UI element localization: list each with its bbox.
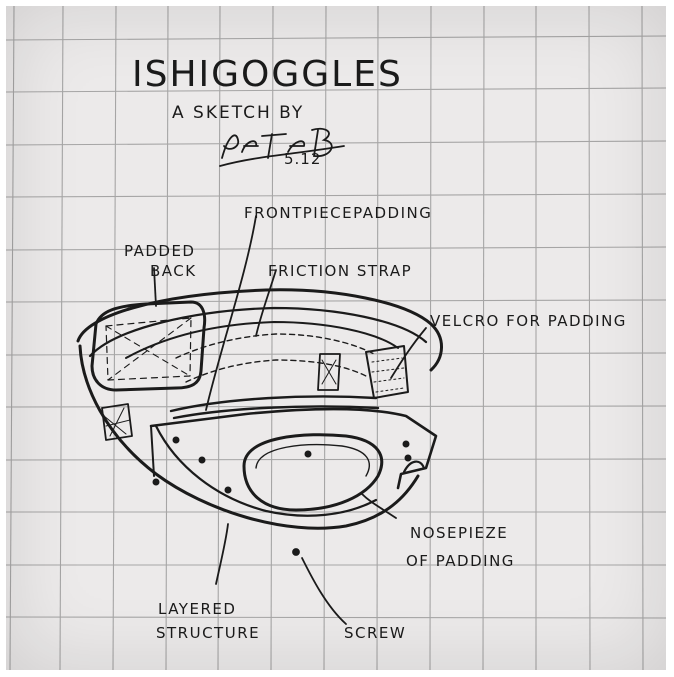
label-velcro: VELCRO FOR PADDING bbox=[430, 312, 627, 330]
label-layered-1: LAYERED bbox=[158, 600, 236, 618]
label-nosepiece-2: OF PADDING bbox=[406, 552, 515, 570]
label-screw: SCREW bbox=[344, 624, 406, 642]
label-frontpiece-padding: FRONTPIECEPADDING bbox=[244, 204, 432, 222]
sketch-photo: ISHIGOGGLES A SKETCH BY 5.12 bbox=[6, 6, 666, 670]
label-nosepiece-1: NOSEPIEZE bbox=[410, 524, 508, 542]
sketch-canvas: ISHIGOGGLES A SKETCH BY 5.12 bbox=[6, 6, 666, 670]
graph-paper-grid bbox=[6, 6, 666, 670]
label-padded-back-2: BACK bbox=[150, 262, 197, 280]
label-friction-strap: FRICTION STRAP bbox=[268, 262, 412, 280]
label-layered-2: STRUCTURE bbox=[156, 624, 260, 642]
sketch-date: 5.12 bbox=[284, 150, 321, 168]
sketch-subtitle: A SKETCH BY bbox=[172, 103, 304, 123]
goggles-drawing bbox=[78, 290, 442, 556]
label-padded-back-1: PADDED bbox=[124, 242, 195, 260]
sketch-title: ISHIGOGGLES bbox=[132, 54, 403, 95]
